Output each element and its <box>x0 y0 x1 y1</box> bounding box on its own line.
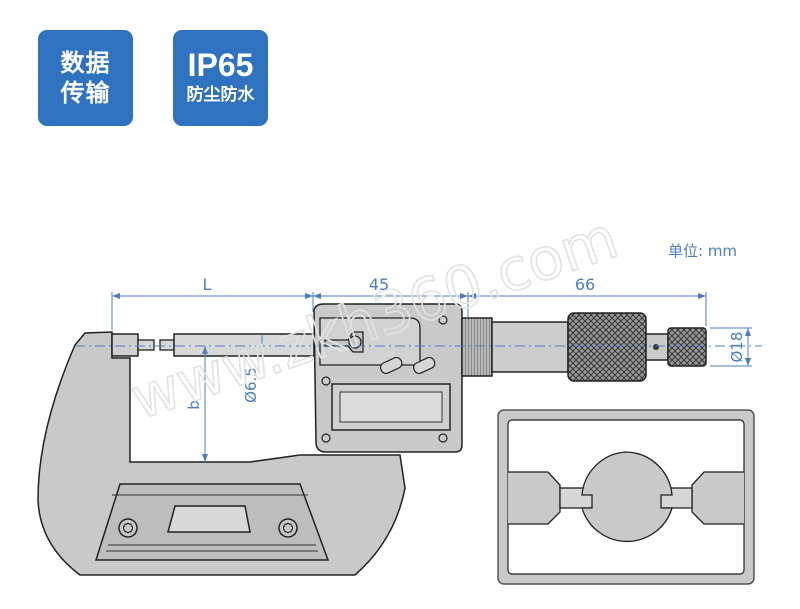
inset-right-spindle <box>691 471 744 525</box>
badge-line-2: 传输 <box>60 79 111 107</box>
lock-lever <box>324 331 364 353</box>
knurled-grip <box>567 312 647 382</box>
thimble <box>491 321 569 373</box>
dim-b: b <box>185 400 203 410</box>
dim-45: 45 <box>369 275 389 294</box>
inset-measured-part <box>581 451 673 543</box>
data-transfer-badge: 数据 传输 <box>38 30 133 126</box>
dim-dia65: Ø6.5 <box>242 367 260 403</box>
ratchet-knob <box>667 327 707 367</box>
ip-rating: IP65 <box>187 47 254 83</box>
inset-left-anvil <box>508 471 561 525</box>
dim-dia18: Ø18 <box>728 332 746 363</box>
button-1 <box>379 356 403 375</box>
grip-window <box>167 505 251 533</box>
dim-L: L <box>203 275 212 294</box>
anvil-tip <box>137 339 155 351</box>
right-screw <box>278 518 298 538</box>
button-2 <box>412 356 436 375</box>
left-screw <box>118 518 138 538</box>
spindle-tip <box>159 339 175 351</box>
ip65-badge: IP65 防尘防水 <box>173 30 268 126</box>
unit-label: 单位: mm <box>668 242 738 260</box>
dim-66: 66 <box>575 275 595 294</box>
ip-description: 防尘防水 <box>186 85 255 105</box>
sleeve <box>461 317 493 377</box>
anvil <box>111 333 139 357</box>
badge-line-1: 数据 <box>60 49 111 77</box>
